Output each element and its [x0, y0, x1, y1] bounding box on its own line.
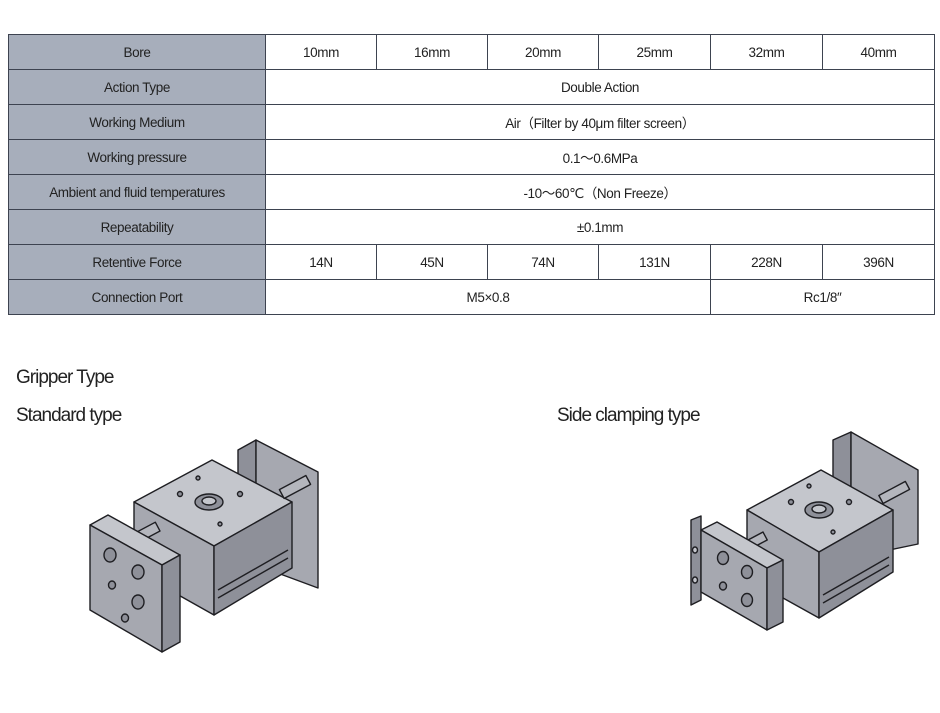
jaw-hole [718, 581, 728, 591]
body-groove [822, 564, 890, 604]
top-hole [176, 490, 184, 498]
spec-cell: Double Action [265, 69, 935, 105]
spec-cell: 25mm [598, 34, 711, 70]
left-jaw-back-plate [690, 515, 702, 606]
side-clamping-gripper-illustration [690, 431, 919, 631]
spec-row-label: Bore [8, 34, 266, 70]
left-jaw-edge [766, 559, 784, 631]
top-hole [806, 483, 812, 489]
spec-cell: 131N [598, 244, 711, 280]
jaw-hole [131, 594, 145, 610]
spec-row: Ambient and fluid temperatures-10～60℃（No… [8, 174, 935, 210]
spec-cell: 16mm [376, 34, 488, 70]
spec-row-label: Repeatability [8, 209, 266, 245]
top-hole [195, 475, 201, 481]
standard-gripper-illustration [89, 439, 319, 653]
left-jaw-edge [161, 554, 181, 653]
body-groove [822, 556, 890, 596]
body-side [818, 509, 894, 619]
body-groove [217, 549, 289, 591]
spec-cell: 20mm [487, 34, 599, 70]
gripper-type-heading: Gripper Type [16, 367, 114, 388]
spec-cell: 14N [265, 244, 377, 280]
spec-cell: 0.1～0.6MPa [265, 139, 935, 175]
spec-cell: Rc1/8″ [710, 279, 935, 315]
spec-row-label: Working Medium [8, 104, 266, 140]
spec-cell: 228N [710, 244, 823, 280]
guide-rod [278, 474, 312, 500]
spec-row-label: Ambient and fluid temperatures [8, 174, 266, 210]
spec-cell: ±0.1mm [265, 209, 935, 245]
side-clamping-type-label: Side clamping type [557, 405, 701, 426]
spec-cell: 40mm [822, 34, 935, 70]
top-hole [830, 529, 836, 535]
top-port-inner [811, 504, 827, 514]
jaw-hole [120, 613, 130, 623]
spec-cell: Air（Filter by 40μm filter screen） [265, 104, 935, 140]
spec-cell: 32mm [710, 34, 823, 70]
spec-cell: M5×0.8 [265, 279, 711, 315]
standard-type-label: Standard type [16, 405, 122, 426]
top-hole [236, 490, 244, 498]
jaw-hole [103, 547, 117, 563]
spec-row-label: Action Type [8, 69, 266, 105]
jaw-hole [740, 564, 754, 580]
jaw-hole [691, 576, 699, 584]
spec-row-label: Working pressure [8, 139, 266, 175]
jaw-hole [107, 580, 117, 590]
top-hole [845, 498, 853, 506]
body-side [213, 501, 293, 616]
spec-row: Repeatability±0.1mm [8, 209, 935, 245]
spec-cell: 10mm [265, 34, 377, 70]
spec-cell: -10～60℃（Non Freeze） [265, 174, 935, 210]
spec-cell: 396N [822, 244, 935, 280]
jaw-hole [716, 550, 730, 566]
jaw-hole [691, 546, 699, 554]
spec-cell: 45N [376, 244, 488, 280]
top-port-inner [201, 496, 217, 506]
spec-row-label: Connection Port [8, 279, 266, 315]
top-hole [217, 521, 223, 527]
spec-cell: 74N [487, 244, 599, 280]
jaw-hole [131, 564, 145, 580]
top-hole [787, 498, 795, 506]
spec-row-label: Retentive Force [8, 244, 266, 280]
guide-rod [878, 480, 911, 505]
jaw-hole [740, 592, 754, 608]
body-groove [217, 557, 289, 599]
